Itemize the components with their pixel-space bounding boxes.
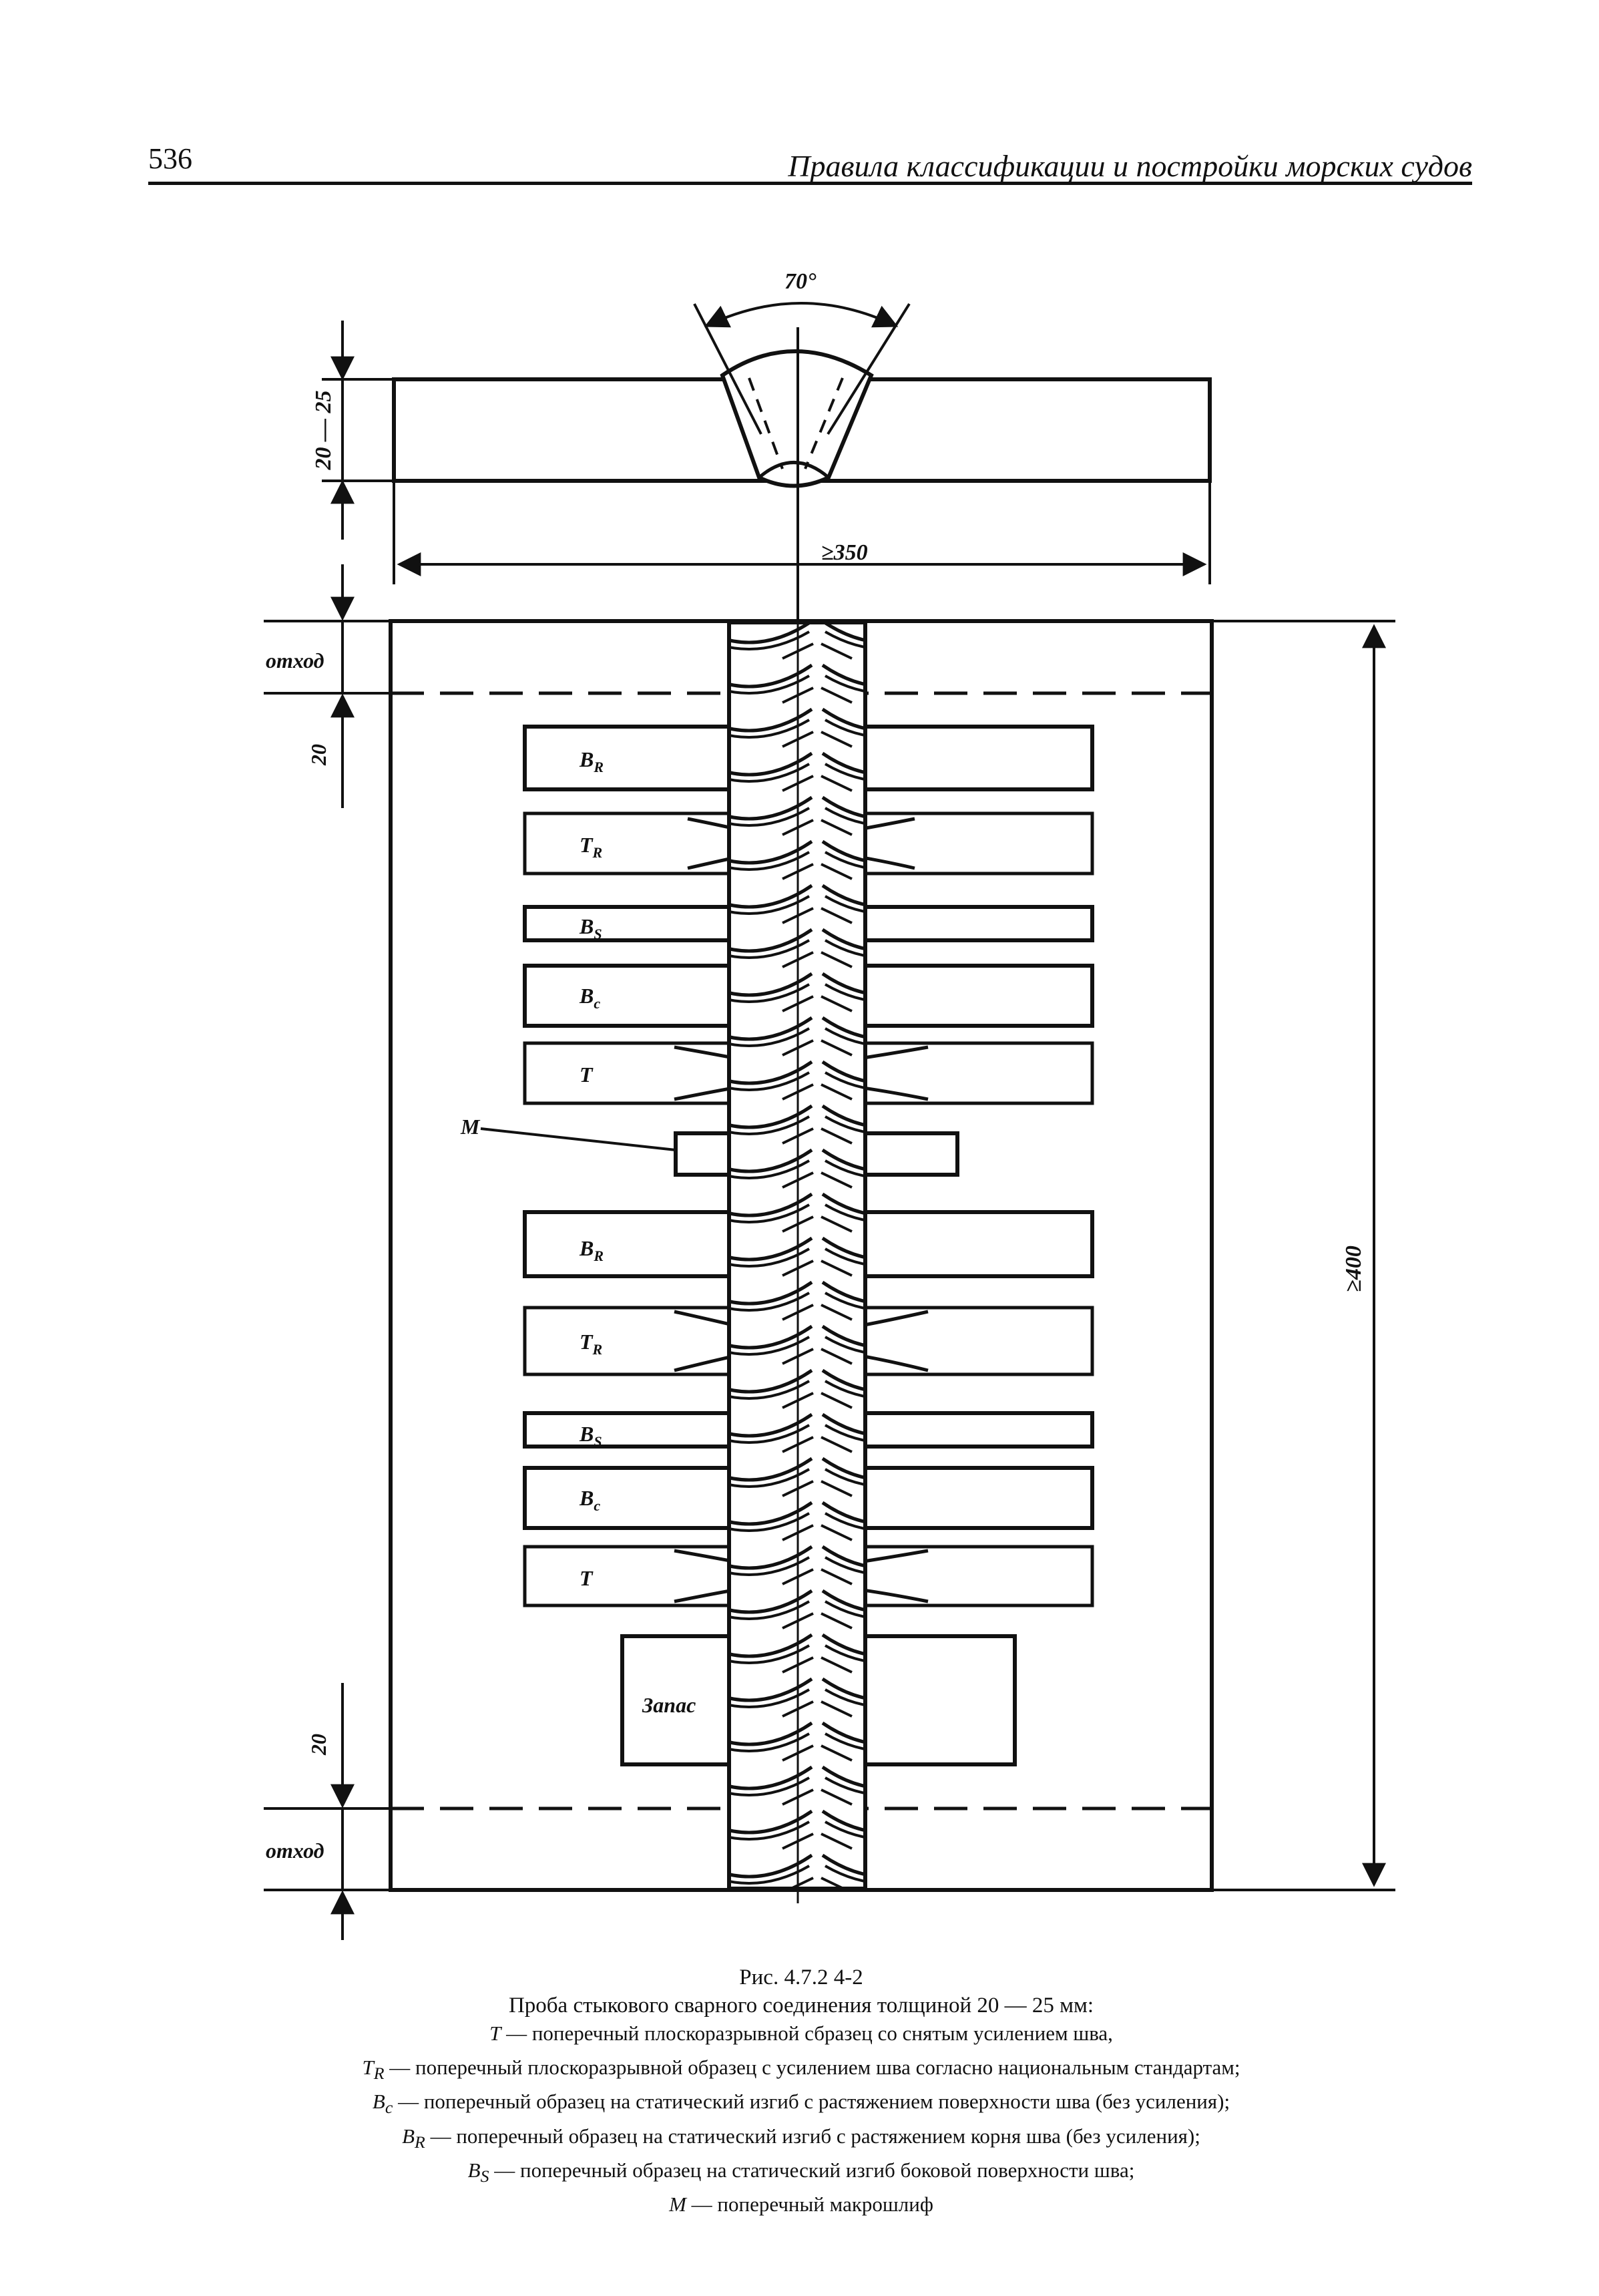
width-label: ≥350 <box>821 540 868 565</box>
length-label: ≥400 <box>1341 1246 1366 1292</box>
specimen-label: TR <box>580 1330 602 1358</box>
specimen-label: Bc <box>579 984 600 1012</box>
waste-label-top: отход <box>266 648 324 673</box>
legend-item: Bc — поперечный образец на статический и… <box>372 2090 1230 2118</box>
margin-label-top: 20 <box>306 744 330 766</box>
page-number: 536 <box>148 142 192 175</box>
specimen-label: Bc <box>579 1486 600 1514</box>
figure-caption: Рис. 4.7.2 4-2 Проба стыкового сварного … <box>200 1963 1402 2225</box>
angle-label: 70° <box>784 269 817 294</box>
thickness-label: 20 — 25 <box>311 391 336 471</box>
specimen-label: M <box>460 1115 481 1139</box>
specimen-label: T <box>580 1566 594 1590</box>
specimen-label: BR <box>579 747 604 775</box>
specimen-label: TR <box>580 833 602 861</box>
running-header: Правила классификации и постройки морски… <box>788 149 1472 183</box>
header-rule <box>148 182 1472 185</box>
specimen-label: Запас <box>642 1693 696 1717</box>
legend-item: T — поперечный плоскоразрывной сбразец с… <box>489 2022 1113 2045</box>
macro-leader <box>480 1127 676 1151</box>
specimen-label: T <box>580 1063 594 1087</box>
specimen-label: BS <box>579 914 602 942</box>
specimen-label: BR <box>579 1236 604 1264</box>
figure-title: Проба стыкового сварного соединения толщ… <box>508 1993 1094 2018</box>
legend-item: TR — поперечный плоскоразрывной образец … <box>362 2056 1240 2084</box>
plan-view: BR TR BS Bc T M BR TR BS Bc T Запас отхо… <box>264 564 1395 1940</box>
figure-number: Рис. 4.7.2 4-2 <box>739 1965 863 1989</box>
weld-test-drawing: 70° 20 — 25 ≥350 <box>264 269 1395 1940</box>
legend-item: M — поперечный макрошлиф <box>669 2192 933 2216</box>
waste-label-bottom: отход <box>266 1839 324 1863</box>
margin-label-bottom: 20 <box>306 1734 330 1756</box>
specimen-label: BS <box>579 1422 602 1450</box>
legend-item: BR — поперечный образец на статический и… <box>402 2124 1200 2152</box>
cross-section: 70° 20 — 25 ≥350 <box>311 269 1212 621</box>
legend-item: BS — поперечный образец на статический и… <box>467 2158 1135 2186</box>
